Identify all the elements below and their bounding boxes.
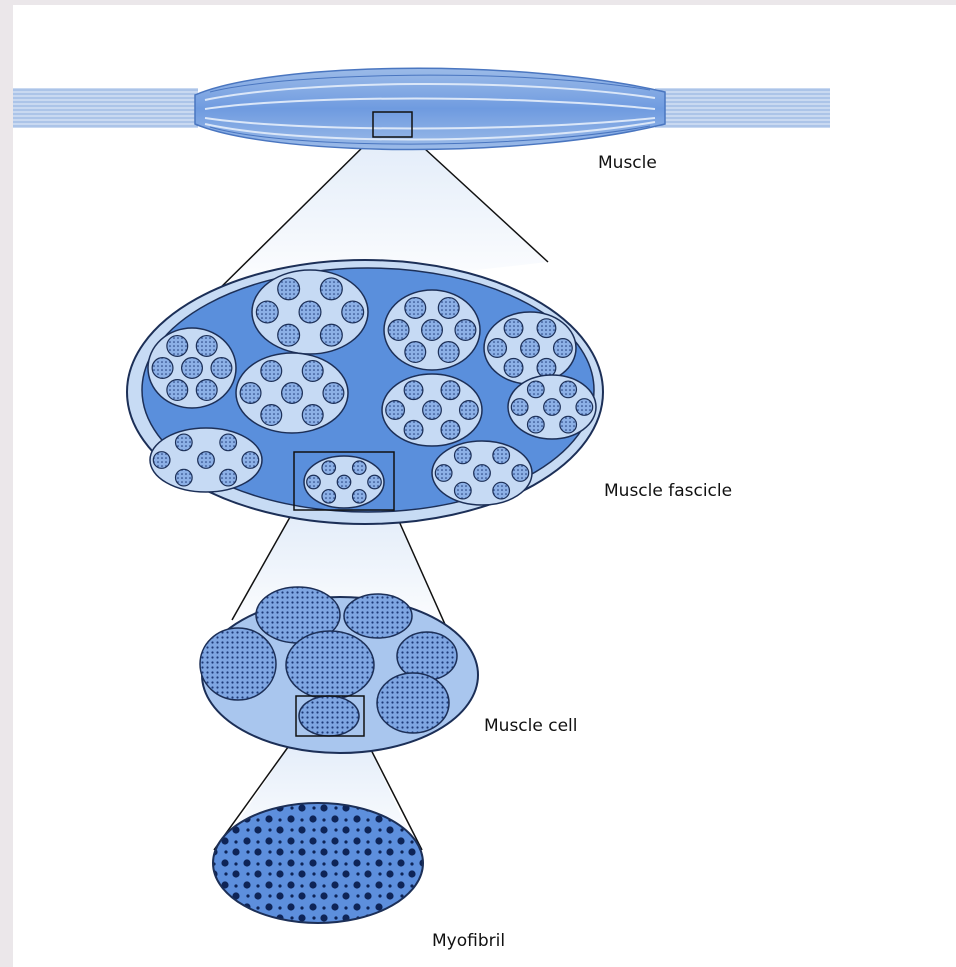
fiber-bundle: [384, 290, 480, 370]
myofibril-bundle: [344, 594, 412, 638]
fiber-bundle: [252, 270, 368, 354]
fascicle-label: Muscle fascicle: [604, 481, 732, 501]
muscle-label: Muscle: [598, 153, 657, 173]
fiber-bundle: [382, 374, 482, 446]
fiber-bundle: [304, 456, 384, 508]
fiber-bundle: [150, 428, 262, 492]
myofibril-label: Myofibril: [432, 931, 505, 951]
fiber-bundle: [148, 328, 236, 408]
myofibril-bundle: [200, 628, 276, 700]
myofibril-cross-section: [213, 803, 423, 923]
fascicle-cross-section: [127, 260, 603, 524]
fiber-bundle: [236, 353, 348, 433]
cell-label: Muscle cell: [484, 716, 577, 736]
fiber-bundle: [432, 441, 532, 505]
myofibril-bundle: [377, 673, 449, 733]
fiber-bundle: [484, 312, 576, 384]
myofibril-bundle: [299, 696, 359, 736]
myofibril-bundle: [286, 631, 374, 699]
fiber-bundle: [508, 375, 596, 439]
